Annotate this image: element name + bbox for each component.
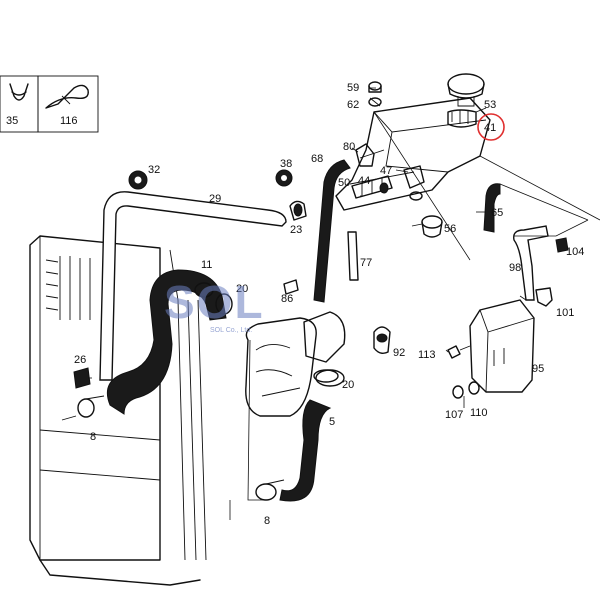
clamp-8-left bbox=[77, 395, 105, 418]
callout-65: 65 bbox=[491, 207, 503, 219]
callout-41: 41 bbox=[484, 122, 496, 134]
watermark-subtext: SOL Co., Ltd. bbox=[210, 327, 252, 334]
radiator-cap-53 bbox=[447, 73, 485, 107]
clamp-20-upper bbox=[215, 293, 233, 315]
callout-11: 11 bbox=[201, 259, 212, 271]
hose-lower-radiator bbox=[106, 269, 227, 415]
callout-32: 32 bbox=[148, 164, 160, 176]
callout-29: 29 bbox=[209, 193, 221, 205]
watermark: SOL SOL Co., Ltd. bbox=[164, 276, 265, 334]
clamp-26 bbox=[73, 367, 91, 389]
callout-104: 104 bbox=[566, 246, 584, 258]
inset-label-35: 35 bbox=[6, 115, 18, 127]
hose-68 bbox=[313, 159, 351, 303]
screw-59 bbox=[368, 81, 382, 93]
callout-8-left: 8 bbox=[90, 431, 96, 443]
hose-5 bbox=[279, 399, 332, 502]
washer-110 bbox=[468, 381, 480, 395]
callout-20-lower: 20 bbox=[342, 379, 354, 391]
inset-box-116 bbox=[37, 75, 99, 133]
bushing-56 bbox=[421, 215, 443, 238]
callout-77: 77 bbox=[360, 257, 372, 269]
highlight-circle-41 bbox=[477, 113, 505, 141]
callout-53: 53 bbox=[484, 99, 496, 111]
cable-tie-icon bbox=[45, 84, 89, 109]
clamp-20-lower bbox=[313, 369, 339, 383]
leader-lines bbox=[61, 87, 600, 520]
callout-56: 56 bbox=[444, 223, 456, 235]
clamp-92 bbox=[373, 326, 391, 355]
callout-38: 38 bbox=[280, 158, 292, 170]
washer-reservoir-95 bbox=[469, 299, 535, 393]
callout-5: 5 bbox=[329, 416, 335, 428]
callout-47: 47 bbox=[380, 165, 392, 177]
watermark-logo: SOL bbox=[164, 276, 265, 328]
pipe-77 bbox=[347, 231, 359, 281]
grommet-38 bbox=[275, 169, 293, 187]
pipe-98 bbox=[513, 225, 549, 301]
callout-44: 44 bbox=[358, 175, 370, 187]
o-ring-11 bbox=[194, 282, 214, 298]
expansion-tank bbox=[335, 97, 491, 211]
clamp-icon bbox=[9, 83, 29, 101]
callout-50: 50 bbox=[338, 177, 350, 189]
callout-92: 92 bbox=[393, 347, 405, 359]
connector-47 bbox=[403, 165, 425, 201]
callout-62: 62 bbox=[347, 99, 359, 111]
callout-107: 107 bbox=[445, 409, 463, 421]
callout-86: 86 bbox=[281, 293, 293, 305]
callout-labels: 59 62 53 41 80 47 50 44 68 38 32 29 23 6… bbox=[74, 82, 584, 527]
screw-113 bbox=[447, 345, 471, 359]
bracket-101 bbox=[535, 287, 553, 307]
callout-8-lower: 8 bbox=[264, 515, 270, 527]
inset-label-116: 116 bbox=[60, 115, 78, 127]
callout-113: 113 bbox=[418, 349, 436, 361]
clamp-104 bbox=[555, 237, 569, 253]
callout-101: 101 bbox=[556, 307, 574, 319]
callout-98: 98 bbox=[509, 262, 521, 274]
callout-68: 68 bbox=[311, 153, 323, 165]
callout-26: 26 bbox=[74, 354, 86, 366]
clip-86 bbox=[283, 279, 299, 295]
callout-20-upper: 20 bbox=[236, 283, 248, 295]
callout-80: 80 bbox=[343, 141, 355, 153]
callout-110: 110 bbox=[470, 407, 488, 419]
hose-29 bbox=[99, 191, 287, 381]
thermostat-housing bbox=[245, 311, 346, 417]
nut-62 bbox=[368, 97, 382, 107]
hose-65 bbox=[483, 183, 501, 233]
nut-107 bbox=[452, 385, 464, 399]
level-sensor-50 bbox=[351, 175, 393, 199]
callout-23: 23 bbox=[290, 224, 302, 236]
clip-80 bbox=[355, 143, 375, 167]
radiator bbox=[29, 235, 207, 586]
grommet-32 bbox=[128, 170, 148, 190]
inset-legend: 35 116 bbox=[0, 75, 99, 133]
callout-59: 59 bbox=[347, 82, 359, 94]
clamp-23 bbox=[289, 200, 307, 221]
clamp-8-lower bbox=[255, 479, 285, 501]
callout-95: 95 bbox=[532, 363, 544, 375]
